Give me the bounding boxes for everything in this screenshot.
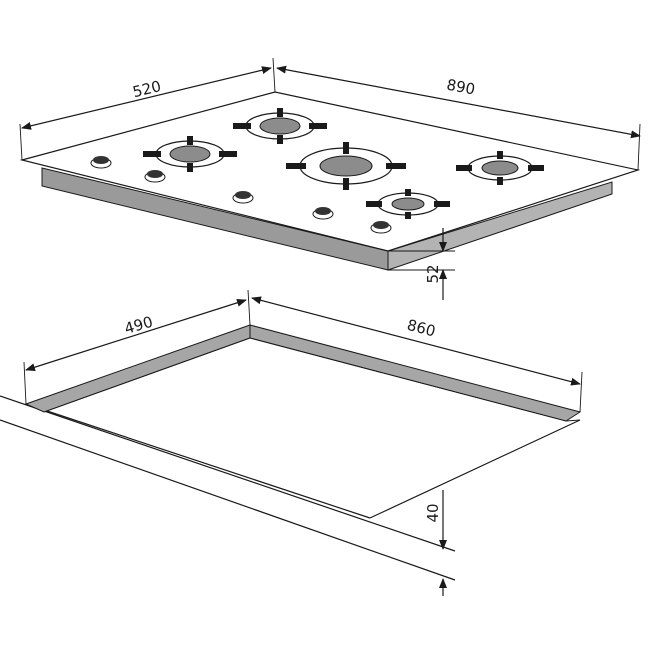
burner-icon: [286, 142, 406, 190]
cutout-left-wall: [24, 324, 251, 413]
burner-icon: [143, 136, 237, 172]
hob-width-label: 890: [445, 76, 476, 99]
burner-icon: [366, 189, 450, 219]
cutout-thickness-dimension: 40: [424, 490, 447, 596]
cutout-width-label: 860: [405, 316, 437, 341]
hob-height-label: 52: [424, 264, 442, 283]
countertop-cutout: [0, 324, 582, 581]
knob-icon: [312, 207, 334, 220]
knob-icon: [90, 156, 112, 169]
knob-icon: [144, 170, 166, 183]
cutout-back-wall: [249, 324, 582, 422]
hob-width-dimension: 890: [276, 65, 641, 171]
cutout-thickness-label: 40: [424, 503, 442, 522]
hob-height-dimension: 52: [388, 228, 455, 300]
hob-depth-label: 520: [131, 77, 163, 101]
burner-icon: [456, 151, 544, 185]
cutout-width-dimension: 860: [251, 296, 583, 413]
cutout-depth-label: 490: [122, 313, 154, 338]
knob-icon: [370, 221, 392, 234]
knob-icon: [232, 191, 254, 204]
